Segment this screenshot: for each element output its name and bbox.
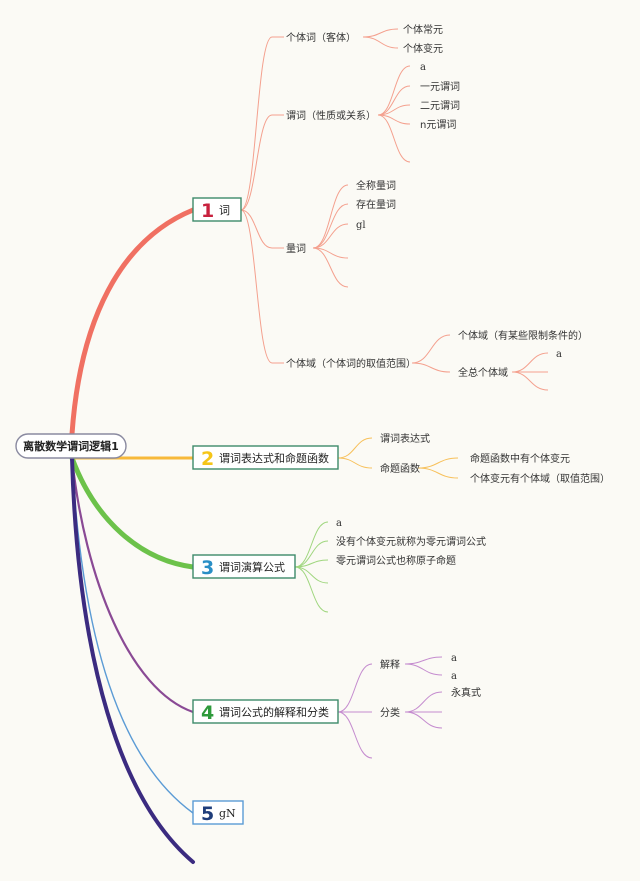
t1-3-1-edge-0 (511, 352, 549, 373)
main-branch-1 (69, 207, 196, 437)
main-branch-3 (69, 455, 196, 570)
topic-number-3: 3 (201, 557, 214, 579)
topic-node-4[interactable]: 4 谓词公式的解释和分类 (192, 699, 339, 724)
t1-1-edge-4 (377, 114, 411, 163)
t2-1-edge-1 (417, 467, 459, 479)
topic-node-3[interactable]: 3 谓词演算公式 (192, 554, 296, 579)
topic-label-2: 谓词表达式和命题函数 (219, 451, 329, 465)
t1-sub-3[interactable]: 个体域（个体词的取值范围） (286, 357, 416, 370)
t4-0-edge-0 (404, 656, 443, 665)
t3-leaf-2[interactable]: 零元谓词公式也称原子命题 (336, 554, 456, 567)
t1-1-edge-3 (377, 114, 411, 125)
t4-sub-0[interactable]: 解释 (380, 658, 400, 671)
topic-number-4: 4 (201, 702, 214, 724)
topic-label-5: gN (219, 807, 236, 820)
t1-1-edge-0 (377, 65, 411, 116)
t1-2-edge-4 (312, 247, 349, 288)
topic-box-1 (192, 197, 242, 222)
t3-edge-1 (294, 540, 329, 568)
t4-0-leaf-0[interactable]: a (451, 653, 457, 664)
branch-lines (69, 28, 549, 864)
topic-box-4 (192, 699, 339, 724)
t1-1-leaf-3[interactable]: n元谓词 (420, 119, 456, 131)
t1-2-leaf-2[interactable]: gl (356, 220, 366, 231)
t2-1-leaf-0[interactable]: 命题函数中有个体变元 (470, 452, 570, 465)
t1-0-leaf-0[interactable]: 个体常元 (403, 23, 443, 36)
t1-2-edge-1 (312, 203, 349, 249)
t1-1-leaf-1[interactable]: 一元谓词 (420, 81, 460, 93)
root-title: 离散数学谓词逻辑1 (23, 439, 119, 453)
root-node-box (15, 433, 127, 459)
t1-sub-1[interactable]: 谓词（性质或关系） (286, 109, 376, 122)
topic-box-3 (192, 554, 296, 579)
t1-edge-3 (240, 209, 273, 364)
t1-1-leaf-2[interactable]: 二元谓词 (420, 100, 460, 112)
t1-1-edge-2 (377, 104, 411, 116)
t1-3-leaf-0[interactable]: 个体域（有某些限制条件的） (458, 329, 588, 342)
t1-1-edge-1 (377, 85, 411, 116)
main-branch-4 (70, 456, 195, 714)
t4-edge-2 (337, 711, 373, 759)
topic-label-4: 谓词公式的解释和分类 (219, 705, 329, 719)
t1-edge-0 (240, 36, 273, 211)
t1-2-edge-0 (312, 184, 349, 249)
t4-1-edge-2 (404, 711, 443, 729)
t1-1-leaf-0[interactable]: a (420, 62, 426, 73)
topic-label-1: 词 (219, 204, 230, 217)
t2-1-leaf-1[interactable]: 个体变元有个体域（取值范围） (470, 472, 610, 485)
topic-number-2: 2 (201, 448, 214, 470)
t1-sub-2[interactable]: 量词 (286, 243, 306, 255)
t4-1-leaf-0[interactable]: 永真式 (451, 686, 481, 699)
t1-3-edge-0 (411, 334, 451, 364)
topic-number-5: 5 (201, 803, 214, 825)
t1-3-leaf-1[interactable]: 全总个体域 (458, 366, 508, 379)
t1-0-edge-0 (362, 28, 399, 38)
t4-sub-1[interactable]: 分类 (380, 706, 400, 719)
t1-sub-0[interactable]: 个体词（客体） (286, 31, 356, 44)
topic-node-5[interactable]: 5 gN (192, 800, 244, 825)
topic-label-3: 谓词演算公式 (219, 560, 285, 574)
t4-0-leaf-1[interactable]: a (451, 671, 457, 682)
t2-edge-1 (337, 457, 373, 469)
t3-edge-4 (294, 566, 329, 613)
t1-edge-2 (240, 209, 273, 249)
t2-edge-0 (337, 437, 373, 459)
t3-edge-3 (294, 566, 329, 584)
t1-0-leaf-1[interactable]: 个体变元 (403, 42, 443, 55)
topic-number-1: 1 (201, 200, 214, 222)
topic-box-2 (192, 445, 339, 470)
topic-node-2[interactable]: 2 谓词表达式和命题函数 (192, 445, 339, 470)
t1-3-edge-1 (411, 362, 451, 373)
t4-1-edge-0 (404, 691, 443, 713)
t4-0-edge-1 (404, 663, 443, 676)
t1-3-1-leaf-0[interactable]: a (556, 349, 562, 360)
t1-edge-1 (240, 114, 273, 211)
t2-sub-0[interactable]: 谓词表达式 (380, 432, 430, 445)
main-branch-extra (70, 456, 195, 864)
t1-3-1-edge-2 (511, 371, 549, 391)
t4-edge-0 (337, 663, 373, 713)
t1-2-leaf-1[interactable]: 存在量词 (356, 198, 396, 211)
t3-leaf-1[interactable]: 没有个体变元就称为零元谓词公式 (336, 535, 486, 548)
root-node[interactable]: 离散数学谓词逻辑1 (15, 433, 127, 459)
t1-2-edge-2 (312, 223, 349, 249)
t1-0-edge-1 (362, 36, 399, 49)
topic-box-5 (192, 800, 244, 825)
t3-edge-0 (294, 521, 329, 568)
t1-2-leaf-0[interactable]: 全称量词 (356, 179, 396, 192)
t2-1-edge-0 (417, 457, 459, 469)
t3-leaf-0[interactable]: a (336, 518, 342, 529)
t2-sub-1[interactable]: 命题函数 (380, 462, 420, 475)
